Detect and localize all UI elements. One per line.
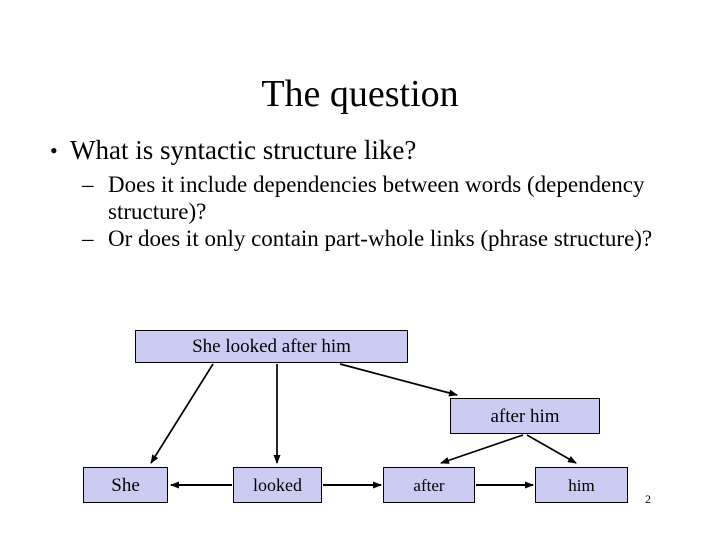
edge-phrase-to-after-him: [339, 363, 458, 397]
tree-node-looked: looked: [233, 467, 322, 503]
page-number: 2: [645, 492, 651, 506]
bullet-level1: • What is syntactic structure like?: [36, 134, 684, 167]
bullet-level2-phrase: – Or does it only contain part-whole lin…: [36, 225, 684, 252]
tree-node-him: him: [535, 467, 628, 503]
tree-node-after-him: after him: [450, 398, 600, 434]
tree-node-after: after: [383, 467, 475, 503]
tree-node-phrase: She looked after him: [135, 330, 408, 363]
edge-after-him-to-after: [440, 434, 524, 464]
dash-marker-icon: –: [82, 172, 94, 197]
dash-marker-icon: –: [82, 226, 94, 251]
bullet-level2-dependency: – Does it include dependencies between w…: [36, 171, 684, 225]
edge-phrase-to-she: [150, 363, 214, 464]
page-title: The question: [261, 73, 459, 115]
bullet-marker-icon: •: [50, 138, 58, 163]
edge-after-him-to-him: [526, 434, 577, 464]
bullet-level1-label: What is syntactic structure like?: [70, 135, 417, 165]
bullet-level2-label-dependency: Does it include dependencies between wor…: [108, 172, 645, 224]
tree-node-she: She: [83, 467, 168, 503]
bullet-level2-label-phrase: Or does it only contain part-whole links…: [108, 226, 653, 251]
body-text-block: • What is syntactic structure like? – Do…: [36, 134, 684, 252]
